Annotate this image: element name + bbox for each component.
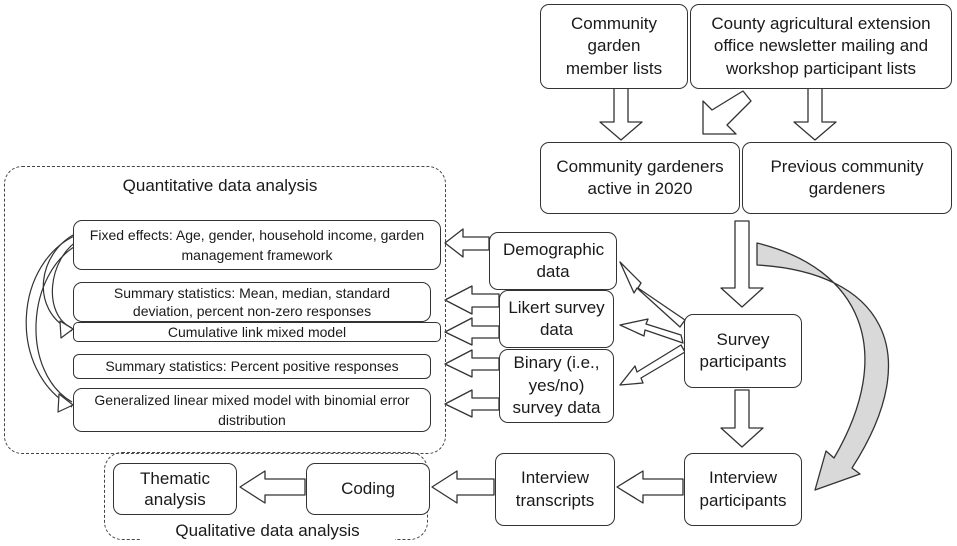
glmm-box: Generalized linear mixed model with bino… — [73, 388, 431, 432]
arrow-transcripts-to-coding — [431, 470, 495, 504]
arrow-binary-to-summary — [444, 349, 500, 378]
interview-transcripts-box: Interview transcripts — [495, 453, 615, 526]
active-2020-box: Community gardeners active in 2020 — [540, 142, 740, 214]
binary-data-label: Binary (i.e., yes/no) survey data — [512, 353, 601, 418]
fixed-effects-label: Fixed effects: Age, gender, household in… — [89, 226, 425, 263]
survey-participants-label: Survey participants — [699, 329, 787, 371]
clmm-label: Cumulative link mixed model — [167, 323, 347, 340]
extension-office-lists-label: County agricultural extension office new… — [711, 13, 931, 78]
arrow-extension-to-previous — [793, 87, 837, 141]
arrow-survey-to-demographic — [619, 261, 686, 328]
fixed-effects-box: Fixed effects: Age, gender, household in… — [73, 220, 441, 270]
interview-participants-box: Interview participants — [684, 453, 802, 526]
arrow-survey-to-binary — [619, 344, 686, 386]
glmm-label: Generalized linear mixed model with bino… — [94, 391, 410, 428]
arrow-extension-to-active — [702, 90, 752, 135]
survey-participants-box: Survey participants — [684, 314, 802, 388]
demographic-data-box: Demographic data — [489, 232, 617, 290]
binary-data-box: Binary (i.e., yes/no) survey data — [499, 349, 614, 423]
likert-data-label: Likert survey data — [508, 297, 605, 339]
active-2020-label: Community gardeners active in 2020 — [556, 156, 724, 198]
demographic-data-label: Demographic data — [503, 239, 605, 281]
thematic-analysis-label: Thematic analysis — [140, 468, 210, 509]
previous-gardeners-box: Previous community gardeners — [742, 142, 952, 214]
interview-participants-label: Interview participants — [699, 468, 787, 510]
arrow-demographic-to-fixed — [444, 228, 490, 258]
coding-box: Coding — [306, 463, 430, 515]
quantitative-title: Quantitative data analysis — [122, 176, 318, 195]
clmm-box: Cumulative link mixed model — [73, 322, 441, 342]
curved-arrow-to-interview — [756, 242, 890, 491]
coding-label: Coding — [341, 478, 395, 498]
arrow-coding-to-thematic — [239, 470, 306, 504]
arrow-populations-to-survey — [720, 220, 764, 308]
curve-head-glmm — [57, 393, 74, 413]
curve-fixed-to-glmm — [25, 233, 80, 408]
curve-fixed-to-clmm-outer — [51, 239, 80, 329]
community-garden-lists-box: Community garden member lists — [540, 4, 688, 89]
community-garden-lists-label: Community garden member lists — [565, 13, 663, 78]
qualitative-title: Qualitative data analysis — [140, 521, 395, 541]
interview-transcripts-label: Interview transcripts — [515, 468, 595, 510]
curve-head-clmm — [59, 320, 74, 339]
arrow-garden-to-active — [599, 87, 643, 141]
arrow-survey-to-likert — [619, 318, 684, 344]
arrow-binary-to-glmm — [444, 389, 500, 418]
arrow-likert-to-clmm — [444, 317, 500, 346]
summary-binary-label: Summary statistics: Percent positive res… — [105, 358, 399, 375]
arrow-interview-to-transcripts — [616, 470, 684, 504]
thematic-analysis-box: Thematic analysis — [113, 463, 237, 515]
curve-fixed-to-glmm-outer — [35, 243, 80, 403]
likert-data-box: Likert survey data — [499, 290, 614, 348]
previous-gardeners-label: Previous community gardeners — [770, 156, 924, 198]
quantitative-group — [4, 166, 446, 454]
summary-binary-box: Summary statistics: Percent positive res… — [73, 354, 431, 379]
extension-office-lists-box: County agricultural extension office new… — [690, 4, 952, 89]
summary-likert-box: Summary statistics: Mean, median, standa… — [73, 282, 431, 322]
arrow-survey-to-interview — [720, 389, 764, 448]
summary-likert-label: Summary statistics: Mean, median, standa… — [113, 284, 391, 319]
arrow-likert-to-summary — [444, 285, 500, 315]
